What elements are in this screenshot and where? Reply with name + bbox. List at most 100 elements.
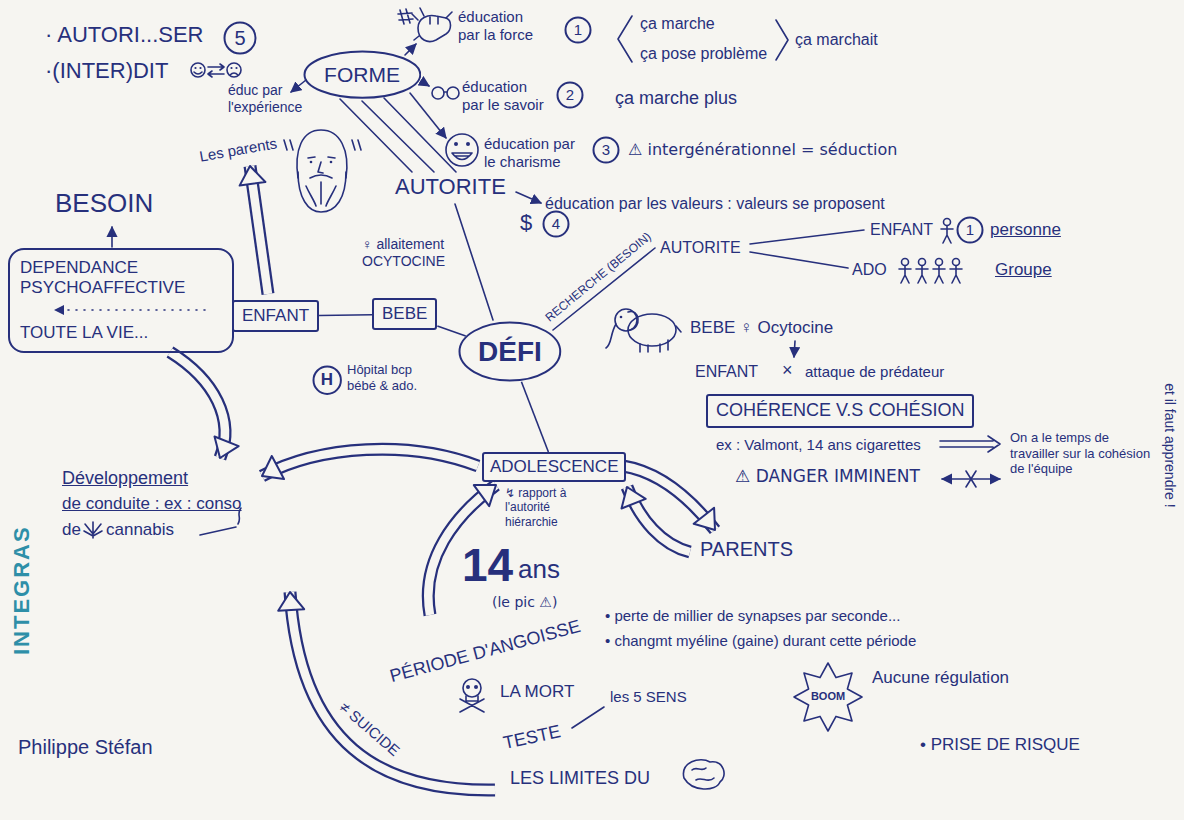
- portrait-sketch: [284, 140, 361, 150]
- note-text: • PRISE DE RISQUE: [920, 735, 1080, 755]
- smiley-icon: [191, 63, 205, 77]
- hollow-arrow: [250, 166, 268, 294]
- dotted-arrow: [54, 305, 64, 315]
- hollow-arrow: [622, 487, 646, 509]
- node-text: TOUTE LA VIE...: [20, 323, 148, 343]
- branch-line: [340, 99, 412, 172]
- leader-arrow: [111, 227, 113, 247]
- skull-icon: [460, 679, 484, 712]
- note-text: (le pic ⚠): [492, 594, 557, 611]
- connector-line: [521, 382, 548, 452]
- stick-figure: [950, 259, 962, 284]
- topic-ellipse: DÉFI: [458, 321, 562, 382]
- note-text: et il faut apprendre !: [1161, 383, 1178, 508]
- leader-arrow: [794, 341, 795, 357]
- note-text: éducation par le charisme: [484, 135, 589, 171]
- smiley-icon: [208, 64, 224, 77]
- grin-icon: [446, 134, 478, 166]
- node-text: 2: [566, 86, 574, 104]
- note-text: ans: [518, 554, 560, 585]
- portrait-sketch: [284, 130, 361, 212]
- note-text: Hôpital bcp bébé & ado.: [347, 362, 427, 393]
- note-text: Aucune régulation: [872, 668, 1009, 688]
- circle-outline: [558, 83, 583, 108]
- stick-figure: [933, 259, 945, 284]
- hollow-arrow: [262, 449, 478, 476]
- smiley-icon: [227, 63, 241, 77]
- hollow-arrow: [290, 592, 495, 790]
- callout-number: 1: [564, 16, 592, 44]
- portrait-sketch: [310, 161, 313, 164]
- circle-outline: [594, 138, 619, 163]
- smiley-icon: [230, 67, 232, 69]
- note-text: ENFANT: [870, 220, 933, 239]
- ellipse-outline: [460, 323, 561, 381]
- note-text: éducation par les valeurs : valeurs se p…: [545, 194, 885, 213]
- cannabis-leaf: [84, 522, 102, 538]
- note-text: ça marche: [640, 14, 715, 33]
- note-text: ça pose problème: [640, 44, 767, 63]
- note-text: LES LIMITES DU: [510, 768, 650, 790]
- hollow-arrow: [278, 592, 304, 611]
- skull-icon: [460, 696, 484, 712]
- note-text: ⚠ DANGER IMMINENT: [735, 466, 920, 486]
- hollow-arrow: [262, 449, 478, 476]
- note-text: ×: [782, 360, 793, 382]
- joint-icon: [200, 527, 236, 535]
- note-text: ADO: [852, 260, 887, 279]
- stick-figure: [941, 219, 953, 244]
- branch-line: [572, 707, 604, 728]
- note-text: éduc par l'expérience: [228, 82, 310, 116]
- callout-number: 1: [956, 216, 984, 244]
- stick-figure: [916, 259, 928, 284]
- fist-icon: [398, 8, 452, 42]
- brain-icon: [683, 760, 724, 789]
- portrait-sketch: [330, 161, 333, 164]
- node-text: 1: [574, 21, 582, 39]
- boom-star: [794, 663, 862, 731]
- hospital-badge: H: [312, 365, 342, 395]
- note-text: de conduite : ex : conso: [62, 494, 242, 514]
- hollow-arrow: [262, 456, 284, 479]
- note-text: Développement: [62, 468, 188, 490]
- smiley-icon: [235, 67, 237, 69]
- note-text: AUTORITE: [660, 238, 741, 257]
- topic-ellipse: FORME: [303, 50, 422, 99]
- note-text: • changmt myéline (gaine) durant cette p…: [605, 632, 916, 650]
- note-text: personne: [990, 220, 1061, 240]
- note-text: • perte de millier de synapses par secon…: [605, 607, 900, 625]
- big-number: 14: [462, 538, 513, 593]
- concept-box: BEBE: [372, 298, 437, 330]
- note-text: RECHERCHE (BESOIN): [542, 229, 654, 325]
- double-arrow: [940, 436, 1000, 452]
- note-text: attaque de prédateur: [805, 363, 944, 381]
- branch-line: [384, 98, 456, 172]
- note-text: ·(INTER)DIT: [45, 58, 168, 84]
- hollow-arrow: [215, 437, 239, 459]
- node-text: FORME: [324, 62, 400, 87]
- hollow-arrow: [240, 166, 266, 186]
- portrait-sketch: [297, 130, 347, 178]
- leader-arrow: [291, 80, 306, 92]
- node-text: H: [321, 370, 333, 390]
- note-text: Groupe: [995, 260, 1052, 280]
- callout-number: 3: [592, 136, 620, 164]
- elephant-sketch: [620, 316, 623, 319]
- symbol-text: $: [520, 210, 532, 236]
- circle-outline: [958, 218, 983, 243]
- note-text: On a le temps de travailler sur la cohés…: [1010, 430, 1156, 477]
- note-text: TESTE: [501, 721, 562, 754]
- glasses-icon: [432, 87, 444, 99]
- note-text: ↯ rapport à l'autorité hiérarchie: [505, 486, 605, 529]
- elephant-sketch: [606, 309, 681, 352]
- smiley-icon: [191, 63, 241, 77]
- heading-text: PARENTS: [700, 537, 793, 561]
- circle-outline: [313, 366, 340, 393]
- callout-number: 2: [556, 81, 584, 109]
- branch-line: [553, 248, 655, 330]
- skull-icon: [463, 679, 481, 697]
- elephant-sketch: [606, 311, 681, 352]
- portrait-sketch: [298, 172, 346, 212]
- smiley-icon: [194, 67, 196, 69]
- note-text: éducation par la force: [458, 8, 544, 44]
